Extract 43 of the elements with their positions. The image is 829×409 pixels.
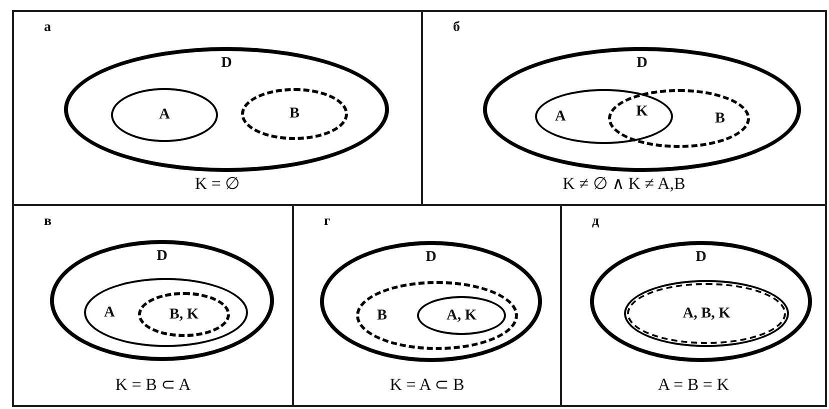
set-ellipse (590, 241, 812, 362)
set-ellipse (356, 281, 518, 350)
set-label: A (104, 304, 115, 321)
set-ellipse (84, 278, 248, 347)
formula-text: K = A ⊂ B (388, 374, 466, 395)
set-ellipse (483, 47, 801, 172)
panel-cell (560, 204, 827, 407)
set-label: B (377, 307, 388, 324)
set-ellipse (241, 88, 348, 140)
set-label: A, B, K (682, 305, 730, 322)
panel-letter: б (453, 20, 460, 36)
panel-letter: в (44, 214, 52, 230)
set-label: K (636, 104, 648, 120)
set-ellipse (417, 296, 506, 335)
set-label: D (156, 248, 168, 265)
set-ellipse (50, 240, 274, 361)
set-ellipse (608, 89, 750, 148)
set-label: A (555, 108, 566, 125)
set-ellipse (624, 280, 789, 347)
panel-letter: г (324, 214, 330, 230)
set-ellipse (64, 47, 389, 172)
formula-text: K = B ⊂ A (114, 374, 192, 395)
formula-text: K = ∅ (194, 173, 242, 194)
set-label: D (636, 55, 648, 72)
set-label: A (159, 106, 170, 124)
set-ellipse (320, 241, 542, 362)
formula-text: K ≠ ∅ ∧ K ≠ A,B (562, 173, 686, 194)
panel-cell (12, 10, 423, 206)
panel-cell (12, 204, 294, 407)
panel-letter: а (44, 20, 51, 36)
set-label: B (714, 110, 725, 127)
panel-letter: д (592, 214, 600, 230)
set-label: D (696, 249, 706, 266)
set-label: A, K (446, 307, 476, 324)
set-ellipse (138, 292, 230, 337)
formula-text: A = B = K (656, 375, 730, 395)
set-ellipse (111, 88, 218, 142)
panel-cell (421, 10, 827, 206)
set-label: B (290, 106, 300, 122)
set-ellipse (535, 89, 673, 144)
set-label: D (221, 55, 232, 72)
set-label: B, K (169, 306, 199, 323)
set-label: D (426, 249, 436, 266)
